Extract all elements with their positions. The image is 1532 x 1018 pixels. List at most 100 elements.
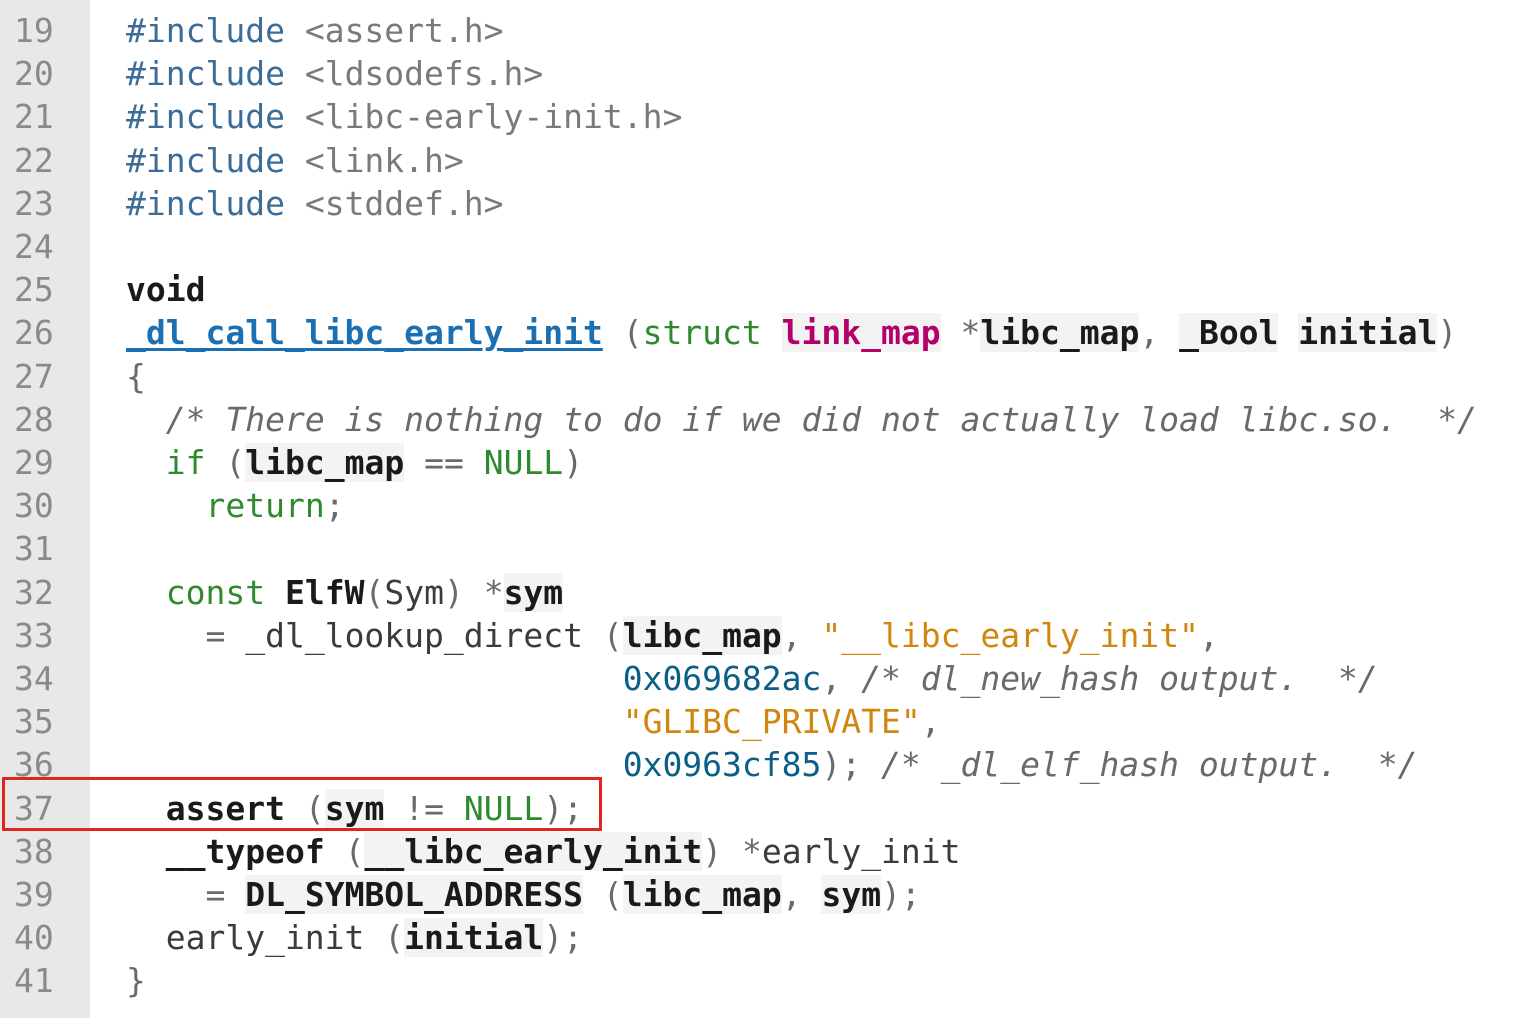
line-number: 37 [14, 788, 54, 828]
identifier-token: libc_map [245, 443, 405, 482]
operator-token: ( [364, 572, 385, 612]
code-text: if (libc_map == NULL) [126, 441, 583, 484]
string-literal-token: "__libc_early_init" [821, 615, 1199, 655]
line-number: 26 [14, 313, 54, 353]
include-path-token: <assert.h> [304, 11, 504, 50]
operator-token: ) [702, 831, 723, 871]
plain-text-token: early_init [761, 831, 961, 871]
plain-text-token [603, 313, 623, 352]
operator-token: ( [304, 788, 325, 828]
operator-token: , [1198, 615, 1219, 655]
plain-text-token [841, 659, 861, 698]
control-keyword-token: return [205, 486, 325, 526]
operator-token: ( [622, 313, 643, 353]
plain-text-token: _dl_lookup_direct [225, 615, 603, 655]
code-text: const ElfW(Sym) *sym [126, 571, 564, 614]
line-number: 41 [14, 961, 54, 1001]
line-number: 32 [14, 572, 54, 612]
plain-text-token [325, 832, 345, 871]
keyword-token: ElfW [284, 572, 365, 612]
code-text: #include <assert.h> [126, 9, 504, 52]
line-number: 28 [14, 399, 54, 439]
plain-text-token [722, 832, 742, 871]
operator-token: , [781, 875, 802, 914]
code-text: #include <stddef.h> [126, 182, 504, 225]
line-number: 38 [14, 831, 54, 871]
plain-text-token [464, 573, 484, 612]
line-number: 20 [14, 54, 54, 94]
operator-token: = [205, 875, 226, 914]
plain-text-token [444, 789, 464, 828]
code-text: _dl_call_libc_early_init (struct link_ma… [126, 311, 1457, 354]
line-number: 19 [14, 11, 54, 50]
preprocessor-token: #include [126, 183, 285, 223]
plain-text-token [126, 659, 623, 698]
plain-text-token [126, 789, 166, 828]
code-text: #include <link.h> [126, 139, 464, 182]
line-number: 40 [14, 918, 54, 958]
string-literal-token: "GLIBC_PRIVATE" [622, 702, 921, 742]
plain-text-token [285, 789, 305, 828]
plain-text-token [802, 616, 822, 655]
operator-token: , [920, 702, 941, 742]
line-number: 24 [14, 227, 54, 266]
operator-token: ( [602, 875, 623, 914]
include-path-token: <stddef.h> [304, 183, 504, 223]
code-text: = DL_SYMBOL_ADDRESS (libc_map, sym); [126, 873, 921, 916]
plain-text-token [404, 443, 424, 482]
line-number: 29 [14, 443, 54, 482]
plain-text-token [583, 875, 603, 914]
macro-token: DL_SYMBOL_ADDRESS [245, 875, 583, 914]
code-text: /* There is nothing to do if we did not … [126, 398, 1477, 441]
code-text: "GLIBC_PRIVATE", [126, 700, 941, 743]
plain-text-token: Sym [384, 572, 444, 612]
identifier-token: libc_map [622, 875, 782, 914]
plain-text-token [285, 184, 305, 223]
comment-token: /* There is nothing to do if we did not … [165, 399, 1478, 439]
plain-text-token [126, 832, 166, 871]
function-name-token: _dl_call_libc_early_init [126, 313, 603, 353]
identifier-token: __libc_early_init [364, 831, 703, 871]
plain-text-token: early_init [126, 918, 385, 958]
identifier-token: libc_map [980, 313, 1140, 353]
plain-text-token [285, 11, 305, 50]
comment-token: /* dl_new_hash output. */ [861, 659, 1378, 698]
operator-token: ); [543, 788, 584, 828]
preprocessor-token: #include [126, 97, 285, 137]
operator-token: { [126, 356, 146, 396]
operator-token: * [960, 313, 981, 353]
plain-text-token [464, 443, 484, 482]
line-number: 39 [14, 875, 54, 914]
plain-text-token [206, 443, 226, 482]
type-keyword-token: struct [642, 313, 762, 353]
plain-text-token [384, 789, 404, 828]
operator-token: ) [563, 443, 584, 482]
identifier-token: _Bool [1179, 313, 1279, 353]
operator-token: ( [225, 443, 246, 482]
control-keyword-token: const [165, 572, 266, 612]
plain-text-token [265, 573, 285, 612]
operator-token: == [424, 443, 464, 482]
operator-token: ); [881, 875, 921, 914]
line-number: 35 [14, 702, 54, 742]
line-number: 31 [14, 529, 54, 569]
code-text: } [126, 959, 146, 1002]
operator-token: , [821, 659, 842, 698]
identifier-token: initial [404, 918, 544, 958]
code-text: 0x0963cf85); /* _dl_elf_hash output. */ [126, 743, 1418, 786]
plain-text-token [802, 875, 822, 914]
keyword-token: assert [165, 788, 285, 828]
plain-text-token [126, 616, 205, 655]
plain-text-token [861, 745, 881, 784]
preprocessor-token: #include [126, 11, 285, 50]
plain-text-token [941, 313, 961, 352]
code-text: #include <libc-early-init.h> [126, 95, 682, 138]
line-number: 34 [14, 659, 54, 698]
line-number: 21 [14, 97, 54, 137]
plain-text-token [126, 745, 623, 784]
operator-token: = [205, 615, 226, 655]
null-constant-token: NULL [483, 443, 564, 482]
operator-token: ); [543, 918, 583, 958]
identifier-token: sym [821, 875, 882, 914]
operator-token: ); [821, 745, 862, 785]
